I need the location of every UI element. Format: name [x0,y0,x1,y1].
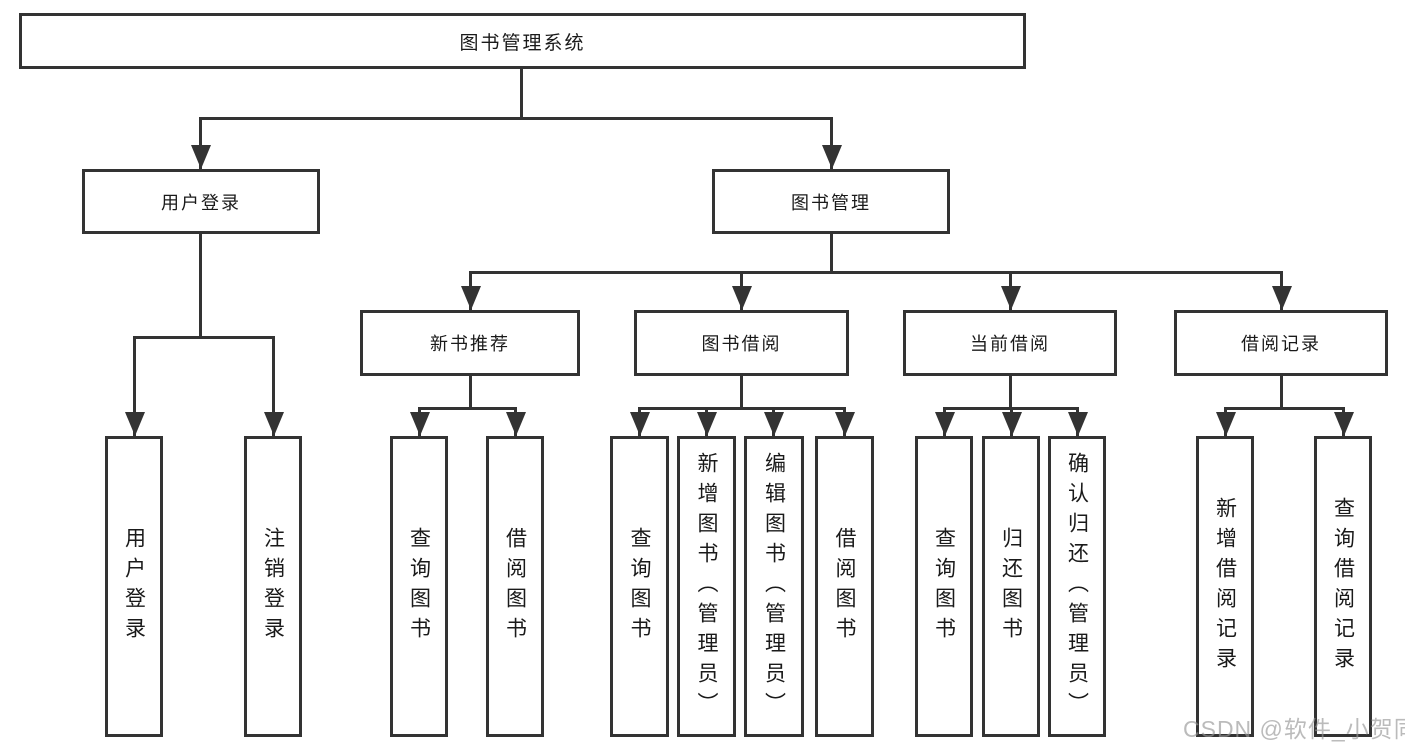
arrow-down-icon-e1 [1215,407,1236,436]
arrow-down-icon-d1 [934,407,955,436]
node-book-borrow-label: 图书借阅 [701,334,782,354]
leaf-logout-label: 注销登录 [261,526,285,647]
connector-book-borrow-stem [740,372,743,410]
node-book-mgmt-label: 图书管理 [791,192,871,213]
arrow-down-icon-current-borrow [1000,271,1021,310]
leaf-return-books-label: 归还图书 [999,526,1023,647]
leaf-confirm-return-admin: 确认归还（管理员） [1048,436,1106,737]
leaf-query-books-current: 查询图书 [915,436,973,737]
leaf-query-books-newrec-label: 查询图书 [407,526,431,647]
node-new-book-rec-label: 新书推荐 [430,334,510,354]
connector-root-hline [199,117,833,120]
connector-borrow-records-hline [1224,407,1345,410]
arrow-down-icon-leaf-user-login [124,336,145,436]
leaf-add-books-admin: 新增图书（管理员） [677,436,736,737]
node-user-login-label: 用户登录 [161,192,241,213]
arrow-down-icon-d3 [1067,407,1088,436]
arrow-down-icon-new-book-rec [460,271,481,310]
arrow-down-icon-b2 [505,407,526,436]
arrow-down-icon-c1 [629,407,650,436]
leaf-edit-books-admin: 编辑图书（管理员） [744,436,804,737]
leaf-logout: 注销登录 [244,436,302,737]
leaf-user-login: 用户登录 [105,436,163,737]
arrow-down-icon-c3 [763,407,784,436]
leaf-edit-books-admin-label: 编辑图书（管理员） [762,451,786,722]
node-current-borrow: 当前借阅 [903,310,1117,376]
leaf-query-borrow-record: 查询借阅记录 [1314,436,1372,737]
connector-root-stem [520,66,523,120]
leaf-query-borrow-record-label: 查询借阅记录 [1331,496,1355,677]
leaf-user-login-label: 用户登录 [122,526,146,647]
leaf-add-books-admin-label: 新增图书（管理员） [695,451,718,722]
leaf-borrow-books-borrow: 借阅图书 [815,436,874,737]
arrow-down-icon-book-mgmt [821,117,842,169]
node-new-book-rec: 新书推荐 [360,310,580,376]
leaf-query-books-current-label: 查询图书 [932,526,956,647]
leaf-query-books-newrec: 查询图书 [390,436,448,737]
leaf-return-books: 归还图书 [982,436,1040,737]
leaf-add-borrow-record-label: 新增借阅记录 [1213,496,1237,677]
connector-new-book-rec-stem [469,372,472,410]
connector-book-borrow-hline [638,407,846,410]
connector-borrow-records-stem [1280,372,1283,410]
arrow-down-icon-leaf-logout [263,336,284,436]
connector-user-login-hline [133,336,275,339]
arrow-down-icon-book-borrow [731,271,752,310]
node-borrow-records: 借阅记录 [1174,310,1388,376]
leaf-add-borrow-record: 新增借阅记录 [1196,436,1254,737]
leaf-query-books-borrow: 查询图书 [610,436,669,737]
node-current-borrow-label: 当前借阅 [970,334,1050,354]
leaf-borrow-books-newrec: 借阅图书 [486,436,544,737]
arrow-down-icon-b1 [409,407,430,436]
arrow-down-icon-user-login [190,117,211,169]
arrow-down-icon-c4 [834,407,855,436]
node-book-mgmt: 图书管理 [712,169,950,234]
csdn-watermark: CSDN @软件_小贺同学 [1183,716,1405,742]
node-root-label: 图书管理系统 [459,32,586,54]
leaf-confirm-return-admin-label: 确认归还（管理员） [1065,451,1089,722]
connector-book-mgmt-stem [830,231,833,274]
arrow-down-icon-d2 [1001,407,1022,436]
leaf-borrow-books-borrow-label: 借阅图书 [833,526,856,647]
leaf-borrow-books-newrec-label: 借阅图书 [503,526,527,647]
node-root: 图书管理系统 [19,13,1026,69]
connector-book-mgmt-hline [469,271,1283,274]
connector-current-borrow-stem [1009,372,1012,410]
leaf-query-books-borrow-label: 查询图书 [628,526,651,647]
connector-user-login-stem [199,231,202,339]
node-book-borrow: 图书借阅 [634,310,849,376]
node-borrow-records-label: 借阅记录 [1241,334,1321,354]
connector-new-book-rec-hline [418,407,517,410]
arrow-down-icon-e2 [1333,407,1354,436]
arrow-down-icon-borrow-records [1271,271,1292,310]
arrow-down-icon-c2 [696,407,717,436]
node-user-login: 用户登录 [82,169,320,234]
